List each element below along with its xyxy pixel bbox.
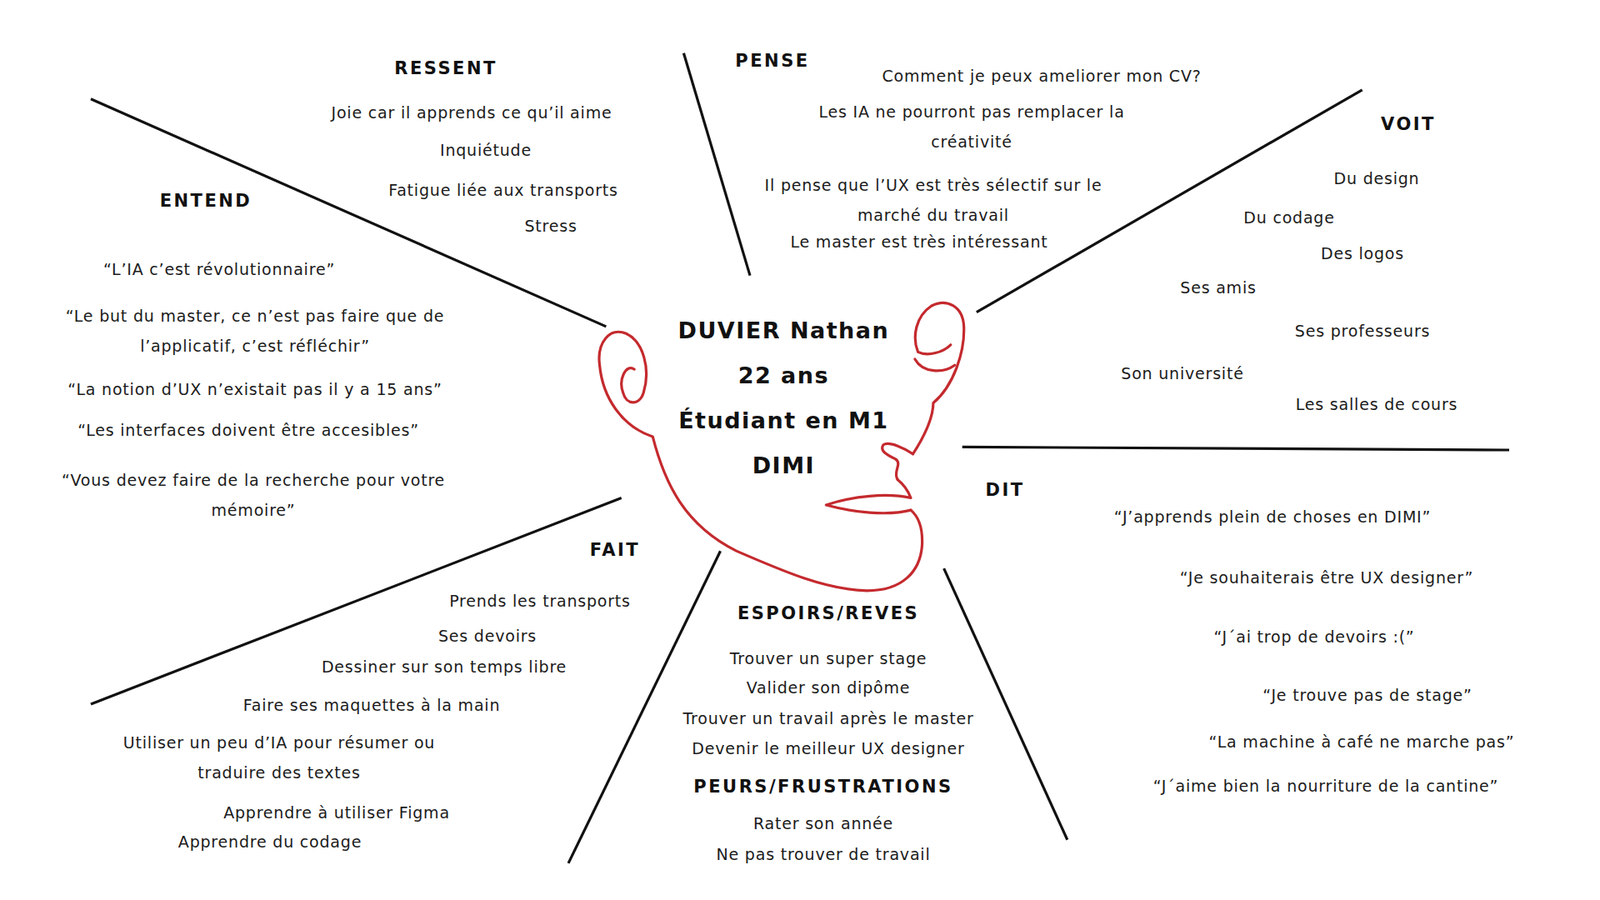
item-text: Son université [1120,358,1244,389]
item-text: Ses professeurs [1295,315,1430,346]
item-text: Ses devoirs [438,620,537,651]
face-stroke [826,480,912,514]
section-heading: ESPOIRS/REVES [737,598,920,629]
persona-name: DUVIER Nathan 22 ans Étudiant en M1 DIMI [675,308,891,489]
item-text: Les salles de cours [1295,389,1458,420]
quote-text: “Les interfaces doivent être accesibles” [77,415,420,445]
item-text: Faire ses maquettes à la main [243,690,501,720]
item-text: Comment je peux ameliorer mon CV? [881,60,1201,91]
item-text: Prends les transports [449,585,631,616]
item-text: Ses amis [1180,272,1256,303]
face-outline: DUVIER Nathan 22 ans Étudiant en M1 DIMI [592,295,974,596]
face-stroke [915,359,955,371]
item-text: Ne pas trouver de travail [715,839,930,870]
section-heading: RESSENT [394,53,498,84]
quote-text: “Vous devez faire de la recherche pour v… [39,465,469,525]
item-text: Devenir le meilleur UX designer [691,733,965,764]
item-text: Trouver un travail après le master [682,703,974,734]
item-text: Stress [524,210,577,241]
item-text: Fatigue liée aux transports [388,175,619,205]
item-text: Trouver un super stage [730,643,928,674]
quote-text: “La machine à café ne marche pas” [1209,726,1515,757]
item-text: Utiliser un peu d’IA pour résumer ou tra… [116,727,442,788]
quote-text: “J´ai trop de devoirs :(” [1214,621,1415,652]
divider-line [90,99,606,327]
divider-line [683,53,750,276]
quote-text: “Je souhaiterais être UX designer” [1180,562,1475,593]
item-text: Le master est très intéressant [790,226,1048,257]
quote-text: “L’IA c’est révolutionnaire” [103,254,335,285]
divider-line [944,568,1068,840]
divider-line [976,90,1363,313]
quote-text: “J´aime bien la nourriture de la cantine… [1153,770,1499,801]
divider-line [962,446,1510,450]
section-heading: DIT [985,475,1025,505]
item-text: Des logos [1320,238,1405,269]
item-text: Apprendre du codage [178,826,362,857]
section-heading: VOIT [1380,109,1436,140]
quote-text: “J’apprends plein de choses en DIMI” [1114,501,1431,532]
item-text: Joie car il apprends ce qu’il aime [331,97,613,128]
face-stroke [913,303,965,455]
quote-text: “Je trouve pas de stage” [1262,680,1472,710]
section-heading: PEURS/FRUSTRATIONS [693,771,953,802]
item-text: Rater son année [753,808,894,839]
item-text: Dessiner sur son temps libre [321,651,567,682]
quote-text: “La notion d’UX n’existait pas il y a 15… [67,374,442,405]
item-text: Du design [1334,163,1420,194]
section-heading: ENTEND [160,185,253,216]
item-text: Du codage [1243,202,1335,233]
item-text: Il pense que l’UX est très sélectif sur … [744,170,1124,230]
section-heading: FAIT [590,535,640,565]
item-text: Inquiétude [440,135,532,165]
item-text: Valider son dipôme [746,672,911,703]
item-text: Les IA ne pourront pas remplacer la créa… [813,96,1130,157]
face-stroke [882,444,914,480]
item-text: Apprendre à utiliser Figma [223,797,450,828]
quote-text: “Le but du master, ce n’est pas faire qu… [40,300,470,361]
section-heading: PENSE [735,45,810,76]
